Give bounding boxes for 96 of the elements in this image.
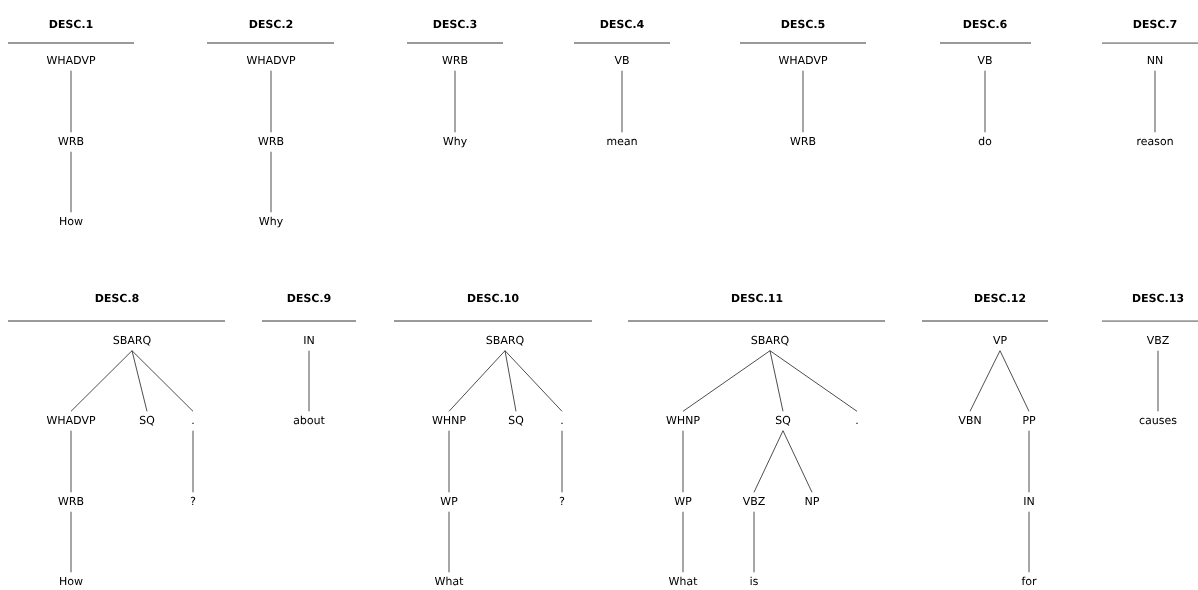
tree-node-label: How	[60, 217, 83, 226]
tree-heading: DESC.2	[249, 19, 293, 29]
tree-node-label: Why	[259, 216, 283, 228]
tree-branch	[999, 350, 1030, 412]
tree-node-label: WHADVP	[46, 416, 96, 424]
tree-node-label: SQ	[139, 415, 155, 426]
tree-node-label: for	[1021, 576, 1037, 586]
tree-heading: DESC.4	[600, 19, 644, 29]
tree-branch	[448, 511, 450, 573]
tree-node-label: WHADVP	[246, 56, 296, 64]
tree-node-label: NP	[805, 497, 820, 505]
tree-heading: DESC.7	[1133, 19, 1177, 29]
tree-node-label: NN	[1147, 56, 1163, 64]
tree-heading: DESC.11	[731, 293, 783, 303]
tree-node-label: Why	[443, 136, 467, 148]
tree-node-label: IN	[304, 336, 314, 344]
tree-node-label: mean	[607, 138, 637, 146]
tree-heading: DESC.3	[433, 19, 477, 29]
tree-node-label: SBARQ	[751, 335, 789, 346]
tree-branch	[70, 430, 72, 493]
tree-branch	[682, 430, 684, 493]
tree-heading: DESC.10	[467, 293, 519, 303]
tree-branch	[621, 70, 623, 133]
tree-node-label: VBN	[958, 416, 981, 424]
tree-branch	[1154, 70, 1156, 133]
tree-node-label: VBZ	[1146, 336, 1169, 344]
tree-branch	[561, 430, 563, 493]
tree-branch	[308, 350, 310, 412]
tree-heading: DESC.1	[49, 19, 93, 29]
tree-node-label: IN	[1024, 497, 1034, 505]
tree-branch	[270, 151, 272, 213]
tree-branch	[192, 430, 194, 493]
tree-branch	[969, 350, 1001, 412]
tree-node-label: .	[561, 422, 563, 424]
tree-branch	[1028, 511, 1030, 573]
tree-branch	[131, 350, 148, 412]
tree-node-label: reason	[1137, 138, 1173, 146]
tree-branch	[70, 70, 72, 133]
tree-node-label: ?	[559, 496, 565, 505]
tree-node-label: SBARQ	[113, 335, 151, 346]
tree-node-label: What	[434, 576, 464, 586]
tree-branch	[782, 430, 813, 493]
tree-node-label: VP	[993, 336, 1007, 344]
tree-branch	[802, 70, 804, 133]
tree-node-label: VB	[614, 56, 629, 64]
tree-heading: DESC.8	[95, 293, 139, 303]
tree-node-label: WRB	[442, 56, 468, 64]
tree-branch	[504, 350, 563, 412]
tree-node-label: WRB	[58, 137, 84, 145]
tree-branch	[70, 350, 133, 412]
tree-node-label: do	[978, 136, 992, 146]
tree-node-label: What	[668, 576, 698, 586]
tree-branch	[753, 430, 784, 493]
tree-branch	[682, 511, 684, 573]
tree-branch	[131, 350, 194, 412]
tree-branch	[70, 511, 72, 573]
tree-node-label: PP	[1023, 416, 1036, 424]
tree-branch	[454, 70, 456, 133]
tree-node-label: How	[60, 577, 83, 586]
tree-branch	[1028, 430, 1030, 493]
tree-node-label: WHADVP	[46, 56, 96, 64]
tree-node-label: WRB	[790, 137, 816, 145]
tree-branch	[270, 70, 272, 133]
tree-node-label: WHADVP	[778, 56, 828, 64]
tree-node-label: WHNP	[432, 416, 466, 424]
tree-branch	[753, 511, 755, 573]
tree-heading: DESC.6	[963, 19, 1007, 29]
tree-heading: DESC.9	[287, 293, 331, 303]
tree-node-label: .	[192, 422, 194, 424]
tree-node-label: VB	[977, 56, 992, 64]
tree-node-label: .	[856, 422, 858, 424]
tree-node-label: is	[750, 576, 758, 586]
tree-branch	[448, 430, 450, 493]
tree-node-label: SQ	[775, 415, 791, 426]
tree-branch	[448, 350, 506, 412]
tree-node-label: SBARQ	[486, 335, 524, 346]
tree-heading: DESC.12	[974, 293, 1026, 303]
tree-node-label: causes	[1139, 417, 1177, 425]
tree-branch	[70, 151, 72, 213]
tree-branch	[504, 350, 517, 412]
tree-node-label: WRB	[258, 137, 284, 145]
tree-node-label: about	[293, 415, 325, 425]
tree-branch	[984, 70, 986, 133]
tree-node-label: ?	[190, 496, 196, 505]
tree-node-label: WP	[674, 497, 692, 505]
tree-heading: DESC.5	[781, 19, 825, 29]
tree-heading: DESC.13	[1132, 293, 1184, 303]
tree-node-label: SQ	[508, 415, 524, 426]
tree-branch	[1157, 350, 1159, 412]
tree-branch	[769, 350, 858, 412]
tree-node-label: WP	[440, 497, 458, 505]
tree-node-label: WHNP	[666, 416, 700, 424]
tree-node-label: VBZ	[742, 497, 765, 505]
tree-branch	[769, 350, 784, 412]
tree-branch	[682, 350, 771, 412]
tree-node-label: WRB	[58, 497, 84, 505]
